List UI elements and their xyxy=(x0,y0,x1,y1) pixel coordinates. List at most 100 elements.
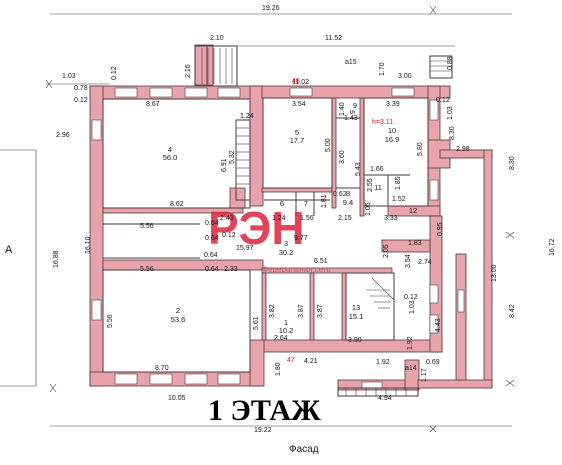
room-1-number: 1 xyxy=(284,318,288,327)
dim-d16-10: 16.10 xyxy=(85,236,92,254)
room-8-area: 9.4 xyxy=(343,198,353,207)
dim-d3-90: 3.90 xyxy=(348,337,362,344)
interior-walls xyxy=(102,97,393,341)
room-12-number: 12 xyxy=(409,206,417,215)
dim-d2-64: 2.64 xyxy=(274,335,288,342)
dim-d1-52: 1.52 xyxy=(392,196,406,203)
floor-title: 1 ЭТАЖ xyxy=(208,394,321,427)
dimension-labels: 19.26 2.10 1 1.52 a15 3.00 1.03 xyxy=(56,5,470,434)
facade-label: Фасад xyxy=(289,444,319,455)
room-4-number: 4 xyxy=(168,145,172,154)
dim-d1-85: 1.85 xyxy=(395,176,402,190)
dim-d1-03: 1.03 xyxy=(62,73,76,80)
dim-d4-43: 4.43 xyxy=(435,318,442,332)
dim-d3-54: 3.54 xyxy=(292,101,306,108)
room-2-area: 53.6 xyxy=(171,315,186,324)
dim-d3-39: 3.39 xyxy=(386,101,400,108)
dim-d13-00: 13.00 xyxy=(491,264,498,282)
dim-d15-97: 15.97 xyxy=(236,245,254,252)
room-11-number: 11 xyxy=(374,183,382,192)
dim-d4-21: 4.21 xyxy=(304,358,318,365)
vertical-dimension-labels: 1.70 0.88 0.12 2.16 1.03 9 1.40 8.30 8.3… xyxy=(53,56,556,382)
room-7-number: 7 xyxy=(304,199,308,208)
dim-d0-12c: 0.12 xyxy=(436,97,450,104)
dim-d1-83: 1.83 xyxy=(408,240,422,247)
dim-d5-56b: 5.56 xyxy=(140,266,154,273)
dim-d2-33: 2.33 xyxy=(224,266,238,273)
dim-d1-05: 1.05 xyxy=(365,202,372,216)
dim-d2-74: 2.74 xyxy=(418,259,432,266)
dim-d3-54b: 3.54 xyxy=(405,254,412,268)
stairs-bottom xyxy=(337,387,419,397)
room-5-area: 17.7 xyxy=(290,136,305,145)
side-bracket xyxy=(0,149,37,387)
dim-d1-56: 1.56 xyxy=(300,215,314,222)
side-label: А xyxy=(5,244,13,256)
dim-d2-15: 2.15 xyxy=(338,215,352,222)
dim-d3-60: 3.60 xyxy=(339,150,346,164)
dim-d3-87a: 3.87 xyxy=(298,304,305,318)
red-mark-48: 48 xyxy=(292,78,300,85)
dim-d5-80: 5.80 xyxy=(417,142,424,156)
room-4-area: 56.0 xyxy=(163,153,178,162)
dim-d1-03b: 1.03 xyxy=(447,106,454,120)
room-2-number: 2 xyxy=(176,306,180,315)
dim-d0-12d: 0.12 xyxy=(222,232,236,239)
dim-d0-95: 0.95 xyxy=(437,222,444,236)
dim-d8-30b: 8.30 xyxy=(509,156,516,170)
watermark-logo: РЭН xyxy=(208,202,305,254)
dim-d16-72: 16.72 xyxy=(549,238,556,256)
dim-a14: a14 xyxy=(405,365,417,372)
dim-d2-96: 2.96 xyxy=(56,132,70,139)
dim-d2-98: 2.98 xyxy=(456,146,470,153)
dim-d3-00: 3.00 xyxy=(398,73,412,80)
axis-ticks xyxy=(45,5,515,433)
dim-d16-88: 16.88 xyxy=(53,250,60,268)
dim-d1-24: 1.24 xyxy=(240,113,254,120)
room-8-number: 8 xyxy=(346,189,350,198)
dim-d0-12b: 0.12 xyxy=(74,97,88,104)
dim-d9: 9 xyxy=(350,110,357,114)
red-mark-47: 47 xyxy=(287,357,295,364)
dim-d11-02: 11.02 xyxy=(292,79,309,86)
dim-a15: a15 xyxy=(345,59,357,66)
room-3-number: 3 xyxy=(284,239,288,248)
dim-d19-26: 19.26 xyxy=(262,5,280,12)
dim-d4-94: 4.94 xyxy=(378,395,392,402)
stairs-room-4 xyxy=(235,119,251,201)
dim-d6-91: 6.91 xyxy=(221,158,228,172)
room-6-number: 6 xyxy=(280,199,284,208)
dim-d1-03c: 1.03 xyxy=(409,300,416,314)
dim-d1-70: 1.70 xyxy=(379,62,386,76)
dim-d1-66: 1.66 xyxy=(370,166,384,173)
dim-d1-43: 1.43 xyxy=(344,115,358,122)
dim-d0-78: 0.78 xyxy=(74,85,88,92)
stairs-room-13 xyxy=(366,277,395,309)
dim-d1-24b: 1.24 xyxy=(272,215,286,222)
dim-d5-32: 5.32 xyxy=(229,150,236,164)
dim-d3-87b: 3.87 xyxy=(317,304,324,318)
ceiling-height: h=3.11 xyxy=(372,119,393,126)
dim-d2-43: 2.43 xyxy=(220,215,234,222)
dim-d1-81: 1.81 xyxy=(321,194,328,208)
dim-d0-12e: 0.12 xyxy=(404,294,418,301)
room-1-area: 10.2 xyxy=(279,326,294,335)
dim-d8-70: 8.70 xyxy=(155,365,169,372)
dim-d3-82: 3.82 xyxy=(269,304,276,318)
dim-d2-05: 2.05 xyxy=(383,244,390,258)
dim-d2-55: 2.55 xyxy=(367,178,374,192)
room-10-number: 10 xyxy=(388,126,396,135)
dim-d6-51: 6.51 xyxy=(314,258,328,265)
room-labels: 1 10.2 2 53.6 3 30.2 4 56.0 5 17.7 6 7 8… xyxy=(163,78,417,364)
dim-d0-64a: 0.64 xyxy=(205,220,219,227)
dim-d8-30a: 8.30 xyxy=(449,126,456,140)
windows xyxy=(91,87,465,389)
dim-d8-62: 8.62 xyxy=(170,201,184,208)
stairs-top xyxy=(194,45,453,87)
dim-d1-17: 1.17 xyxy=(421,368,428,382)
dim-d2-10: 2.10 xyxy=(210,35,224,42)
dim-d5-56c: 5.56 xyxy=(107,314,114,328)
room-9-number: 9 xyxy=(353,101,357,110)
dim-d5-00: 5.00 xyxy=(325,138,332,152)
